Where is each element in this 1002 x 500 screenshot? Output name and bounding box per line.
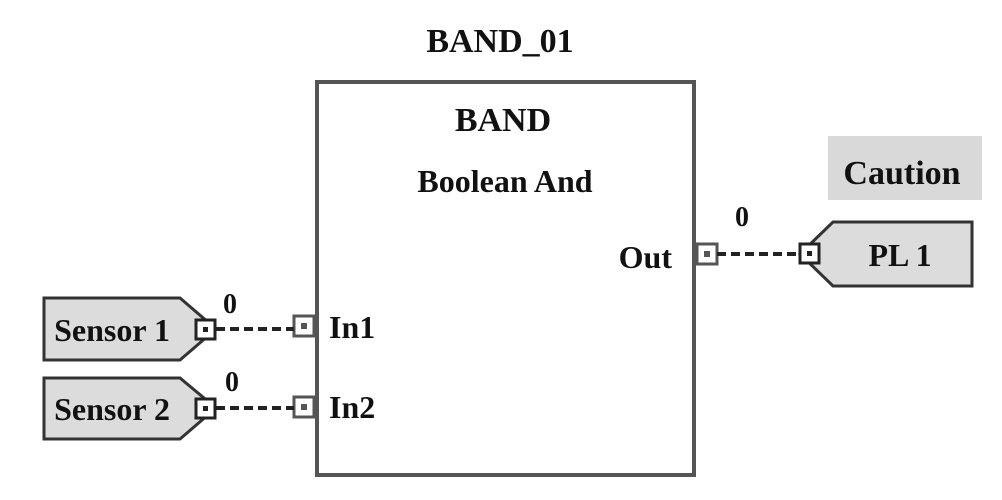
input-tag-sensor-2-label: Sensor 2 bbox=[54, 391, 170, 427]
function-block-box[interactable] bbox=[315, 80, 696, 477]
input-tag-sensor-2[interactable]: Sensor 2 bbox=[42, 376, 219, 441]
output-label-out: Out bbox=[619, 239, 673, 275]
input-pin-in1[interactable] bbox=[292, 314, 316, 338]
input-pin-in2[interactable] bbox=[292, 395, 316, 419]
block-description: Boolean And bbox=[417, 163, 592, 199]
caution-annotation: Caution bbox=[828, 136, 982, 200]
input-tag-sensor-1-shape[interactable] bbox=[42, 296, 219, 362]
output-tag-pl-1-shape[interactable] bbox=[797, 220, 974, 288]
input-label-in1: In1 bbox=[329, 309, 375, 345]
caution-box bbox=[828, 136, 982, 200]
sensor-1-connector-dot bbox=[203, 327, 208, 332]
pl-1-connector-dot bbox=[807, 251, 812, 256]
input-tag-sensor-1-label: Sensor 1 bbox=[54, 312, 170, 348]
input-label-in2: In2 bbox=[329, 389, 375, 425]
input-tag-sensor-1[interactable]: Sensor 1 bbox=[42, 296, 219, 362]
sensor-2-connector-dot bbox=[203, 406, 208, 411]
output-tag-pl-1-label: PL 1 bbox=[868, 237, 931, 273]
wire-out-value: 0 bbox=[735, 202, 749, 233]
input-tag-sensor-2-shape[interactable] bbox=[42, 376, 219, 441]
wire-sensor-2-value: 0 bbox=[225, 367, 239, 398]
caution-label: Caution bbox=[843, 155, 960, 192]
input-port-in2-dot bbox=[301, 404, 307, 410]
output-port-out-dot bbox=[704, 251, 710, 257]
output-pin-out[interactable] bbox=[695, 242, 719, 266]
wire-sensor-1-value: 0 bbox=[223, 289, 237, 320]
output-tag-pl-1[interactable]: PL 1 bbox=[797, 220, 974, 288]
input-port-in1-dot bbox=[301, 323, 307, 329]
block-type-name: BAND bbox=[455, 102, 551, 139]
block-instance-name: BAND_01 bbox=[426, 23, 573, 60]
